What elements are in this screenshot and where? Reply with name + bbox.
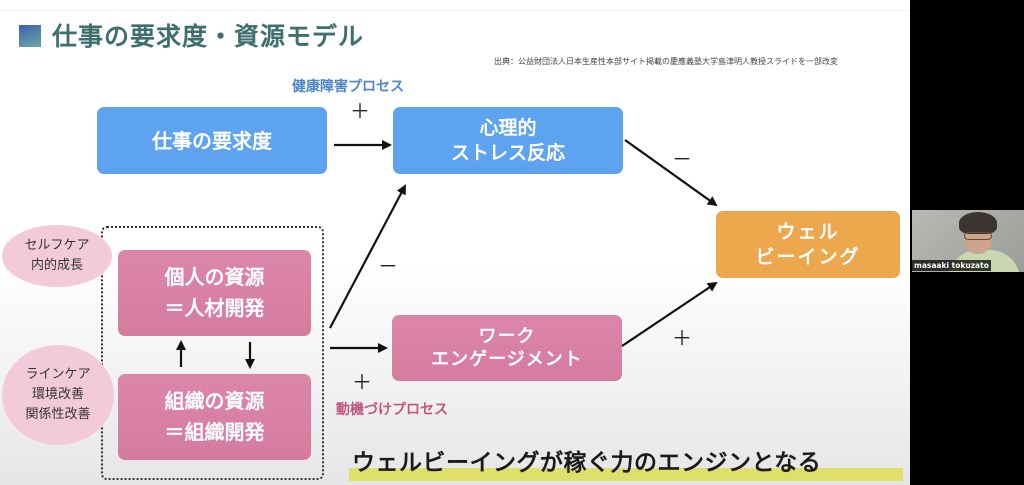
line-care-line1: ラインケア [25,366,91,382]
job-demands-label: 仕事の要求度 [152,128,272,153]
personal-resources-line1: 個人の資源 [164,265,265,289]
sign-resources-to-stress: － [378,254,398,278]
work-engagement-line2: エンゲージメント [431,349,583,370]
self-care-line2: 内的成長 [30,258,83,273]
sign-stress-to-wellbeing: － [672,147,692,171]
participant-name-label: masaaki tokuzato [912,260,991,271]
slide-title: 仕事の要求度・資源モデル [52,22,365,51]
wellbeing-line1: ウェル [776,220,840,243]
line-care-line3: 関係性改善 [25,407,91,423]
tagline: ウェルビーイングが稼ぐ力のエンジンとなる [352,450,822,476]
motivation-process-label: 動機づけプロセス [336,402,448,418]
org-resources-box: 組織の資源 ＝組織開発 [118,374,311,460]
title-square-icon [19,25,41,47]
personal-resources-box: 個人の資源 ＝人材開発 [118,250,311,336]
work-engagement-line1: ワーク [478,325,536,347]
video-hair [959,212,997,234]
resources-group-border [101,226,324,480]
wellbeing-box: ウェル ビーイング [716,211,900,278]
self-care-bubble: セルフケア 内的成長 [2,225,112,287]
arrow-engagement-to-wellbeing [621,281,718,347]
health-impairment-process-label: 健康障害プロセス [292,79,404,95]
source-citation: 出典：公益財団法人日本生産性本部サイト掲載の慶應義塾大学島津明人教授スライドを一… [494,57,838,66]
wellbeing-line2: ビーイング [755,245,861,268]
stress-response-line1: 心理的 [479,116,537,139]
sign-engagement-to-wellbeing: ＋ [672,326,692,350]
stress-response-box: 心理的 ストレス反応 [393,107,623,174]
org-resources-line1: 組織の資源 [164,389,265,413]
participant-video-tile[interactable]: masaaki tokuzato [912,210,1024,272]
sign-resources-to-engagement: ＋ [352,370,372,394]
tagline-highlight [349,468,903,481]
line-care-bubble: ラインケア 環境改善 関係性改善 [2,345,114,445]
presentation-slide: 仕事の要求度・資源モデル 出典：公益財団法人日本生産性本部サイト掲載の慶應義塾大… [0,0,910,485]
org-resources-line2: ＝組織開発 [164,420,265,444]
arrow-stress-to-wellbeing [624,139,718,207]
sign-demands-to-stress: ＋ [350,99,370,123]
job-demands-box: 仕事の要求度 [97,107,327,174]
slide-top-border [0,10,910,11]
self-care-line1: セルフケア [24,237,90,253]
video-glasses [964,232,992,240]
stress-response-line2: ストレス反応 [450,141,565,164]
work-engagement-box: ワーク エンゲージメント [392,315,622,381]
personal-resources-line2: ＝人材開発 [164,296,265,320]
line-care-line2: 環境改善 [31,386,84,402]
